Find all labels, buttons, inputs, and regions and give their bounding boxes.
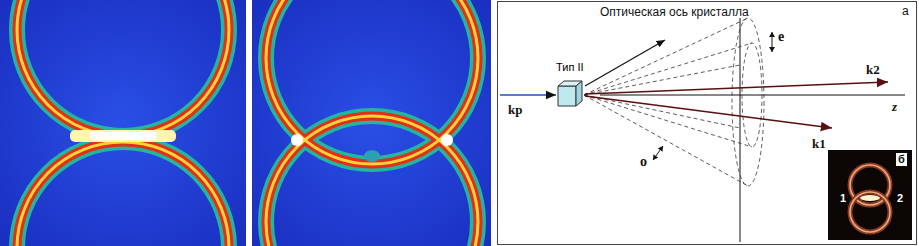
inset-photo: 1 2 б xyxy=(828,150,912,240)
wavevector-label: k2 xyxy=(866,63,880,76)
crystal-box: Тип II xyxy=(556,62,588,108)
polarization-label: o xyxy=(640,155,647,169)
panel-letter: а xyxy=(902,5,909,17)
wavevector-label: kp xyxy=(508,103,522,116)
ring-photo xyxy=(252,0,491,246)
panel-letter: б xyxy=(896,153,907,166)
ring-photo xyxy=(0,0,246,246)
callout-number: 1 xyxy=(838,192,848,205)
callout-number: 2 xyxy=(895,192,905,205)
polarization-label: e xyxy=(778,30,784,44)
node-heading: Тип II xyxy=(556,62,588,73)
axis-label: Оптическая ось кристалла xyxy=(600,6,749,18)
panel-frame xyxy=(498,2,917,245)
wavevector-label: k1 xyxy=(812,137,826,150)
axis-label: z xyxy=(892,100,897,113)
